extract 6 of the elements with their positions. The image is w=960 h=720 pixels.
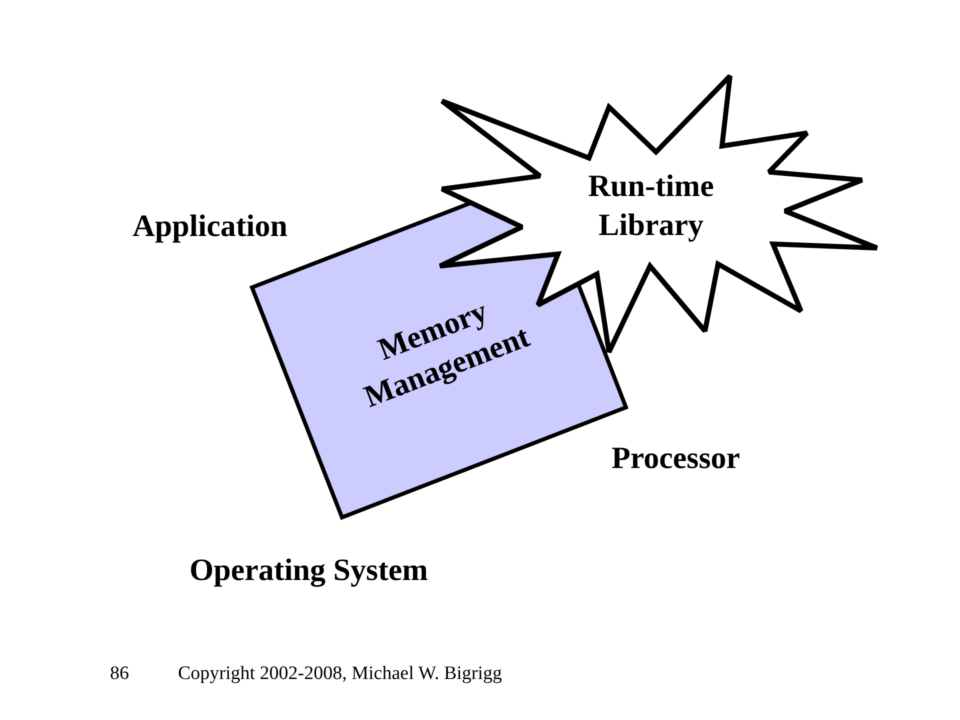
text-label: Processor: [612, 440, 740, 476]
page-number: 86: [110, 663, 129, 685]
node-text: Run-time Library: [587, 167, 715, 244]
copyright-notice: Copyright 2002-2008, Michael W. Bigrigg: [178, 663, 502, 685]
text-label: Operating System: [190, 552, 428, 588]
text-label: Application: [132, 208, 288, 244]
